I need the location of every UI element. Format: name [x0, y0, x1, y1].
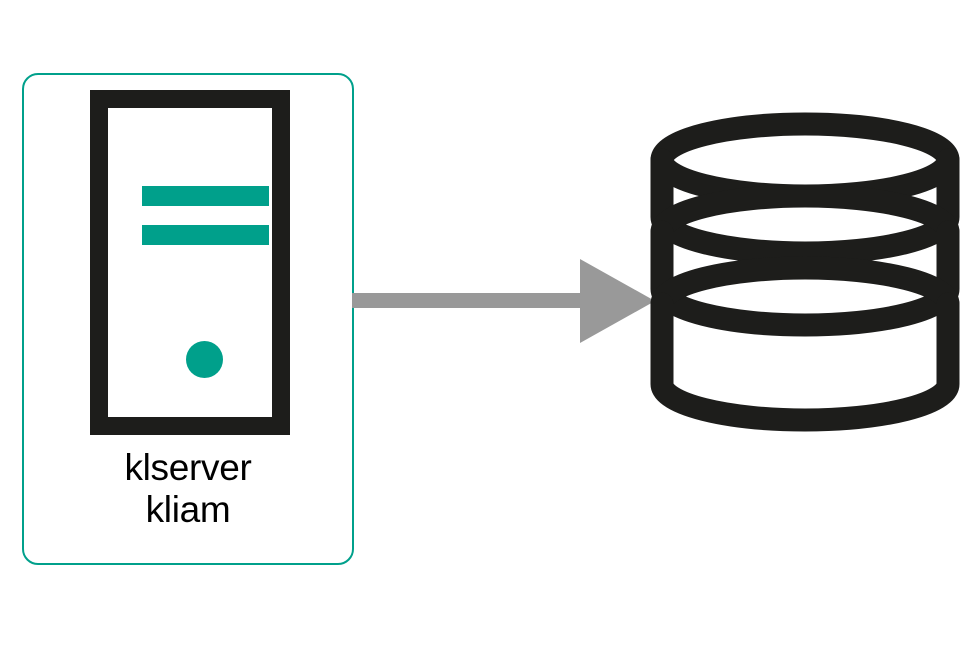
- server-power-led-icon: [186, 341, 223, 378]
- server-chassis: [90, 90, 290, 435]
- database-cylinder-icon[interactable]: [650, 112, 960, 468]
- server-tower-icon[interactable]: [90, 90, 290, 435]
- server-node-label-line-1: klserver: [124, 447, 252, 488]
- arrow-glyph: [352, 259, 655, 343]
- server-to-database-arrow[interactable]: [352, 255, 658, 347]
- server-slot-bar-2-icon: [142, 225, 269, 245]
- server-node-label: klserver kliam: [22, 447, 354, 531]
- server-node-label-line-2: kliam: [145, 488, 231, 530]
- database-glyph: [650, 112, 960, 432]
- server-slot-bar-1-icon: [142, 186, 269, 206]
